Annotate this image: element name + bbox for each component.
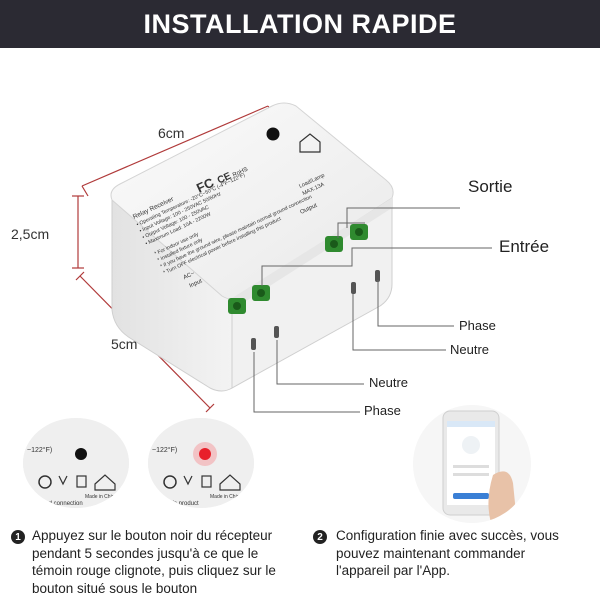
- detail-made-in-2: Made in China: [210, 494, 242, 500]
- red-led-icon: [199, 448, 211, 460]
- weee-bin-icon-2: [201, 475, 212, 488]
- wire-holes: [251, 270, 380, 350]
- dimension-depth: 5cm: [111, 336, 138, 352]
- dimension-height: 2,5cm: [11, 226, 50, 242]
- weee-bin-icon: [76, 475, 87, 488]
- label-sortie: Sortie: [468, 177, 513, 196]
- recycle-triangle-icon: [58, 475, 68, 486]
- terminal-input-2: [252, 285, 270, 301]
- step-2-number: 2: [313, 530, 327, 544]
- recycle-icon: [38, 475, 52, 489]
- cert-fc: FC: [194, 175, 217, 196]
- phone-app-photo: [413, 405, 531, 523]
- recycle-triangle-icon-2: [183, 475, 193, 486]
- terminal-output-2: [350, 224, 368, 240]
- dimension-width: 6cm: [158, 125, 185, 141]
- detail-install-text: alling this product: [152, 501, 199, 507]
- house-icon: [94, 474, 116, 491]
- banner-title: INSTALLATION RAPIDE: [143, 8, 457, 39]
- relay-body: [110, 102, 394, 392]
- detail-photo-led: ~122°F) Made in China alling this produc…: [148, 418, 254, 508]
- terminal-output-1: [325, 236, 343, 252]
- ac-label: AC~: [183, 271, 197, 282]
- title-banner: INSTALLATION RAPIDE: [0, 0, 600, 48]
- detail-photo-button: ~122°F) Made in China al ground connecti…: [23, 418, 129, 508]
- detail-ground-text: al ground connection: [27, 501, 83, 507]
- detail-made-in: Made in China: [85, 494, 117, 500]
- detail-temp-text-2: ~122°F): [152, 446, 177, 454]
- input-label: Input: [189, 278, 204, 289]
- label-phase-input: Phase: [364, 403, 401, 418]
- detail-temp-text: ~122°F): [27, 446, 52, 454]
- reset-button-icon: [75, 448, 87, 460]
- label-neutre-output: Neutre: [450, 342, 490, 357]
- step-2-text: Configuration finie avec succès, vous po…: [336, 528, 559, 578]
- step-1-text: Appuyez sur le bouton noir du récepteur …: [32, 528, 276, 596]
- recycle-icon-2: [163, 475, 177, 489]
- device-diagram: Relay Receiver • Operating Temperature: …: [0, 48, 600, 428]
- terminals: [228, 224, 368, 314]
- step-1-number: 1: [11, 530, 25, 544]
- house-icon-2: [219, 474, 241, 491]
- label-neutre-input: Neutre: [369, 375, 409, 390]
- relay-illustration: Relay Receiver • Operating Temperature: …: [72, 102, 492, 413]
- label-phase-output: Phase: [459, 318, 496, 333]
- cert-ce: CE: [216, 170, 234, 186]
- terminal-input-1: [228, 298, 246, 314]
- leader-lines: [253, 207, 492, 413]
- label-entree: Entrée: [499, 237, 550, 256]
